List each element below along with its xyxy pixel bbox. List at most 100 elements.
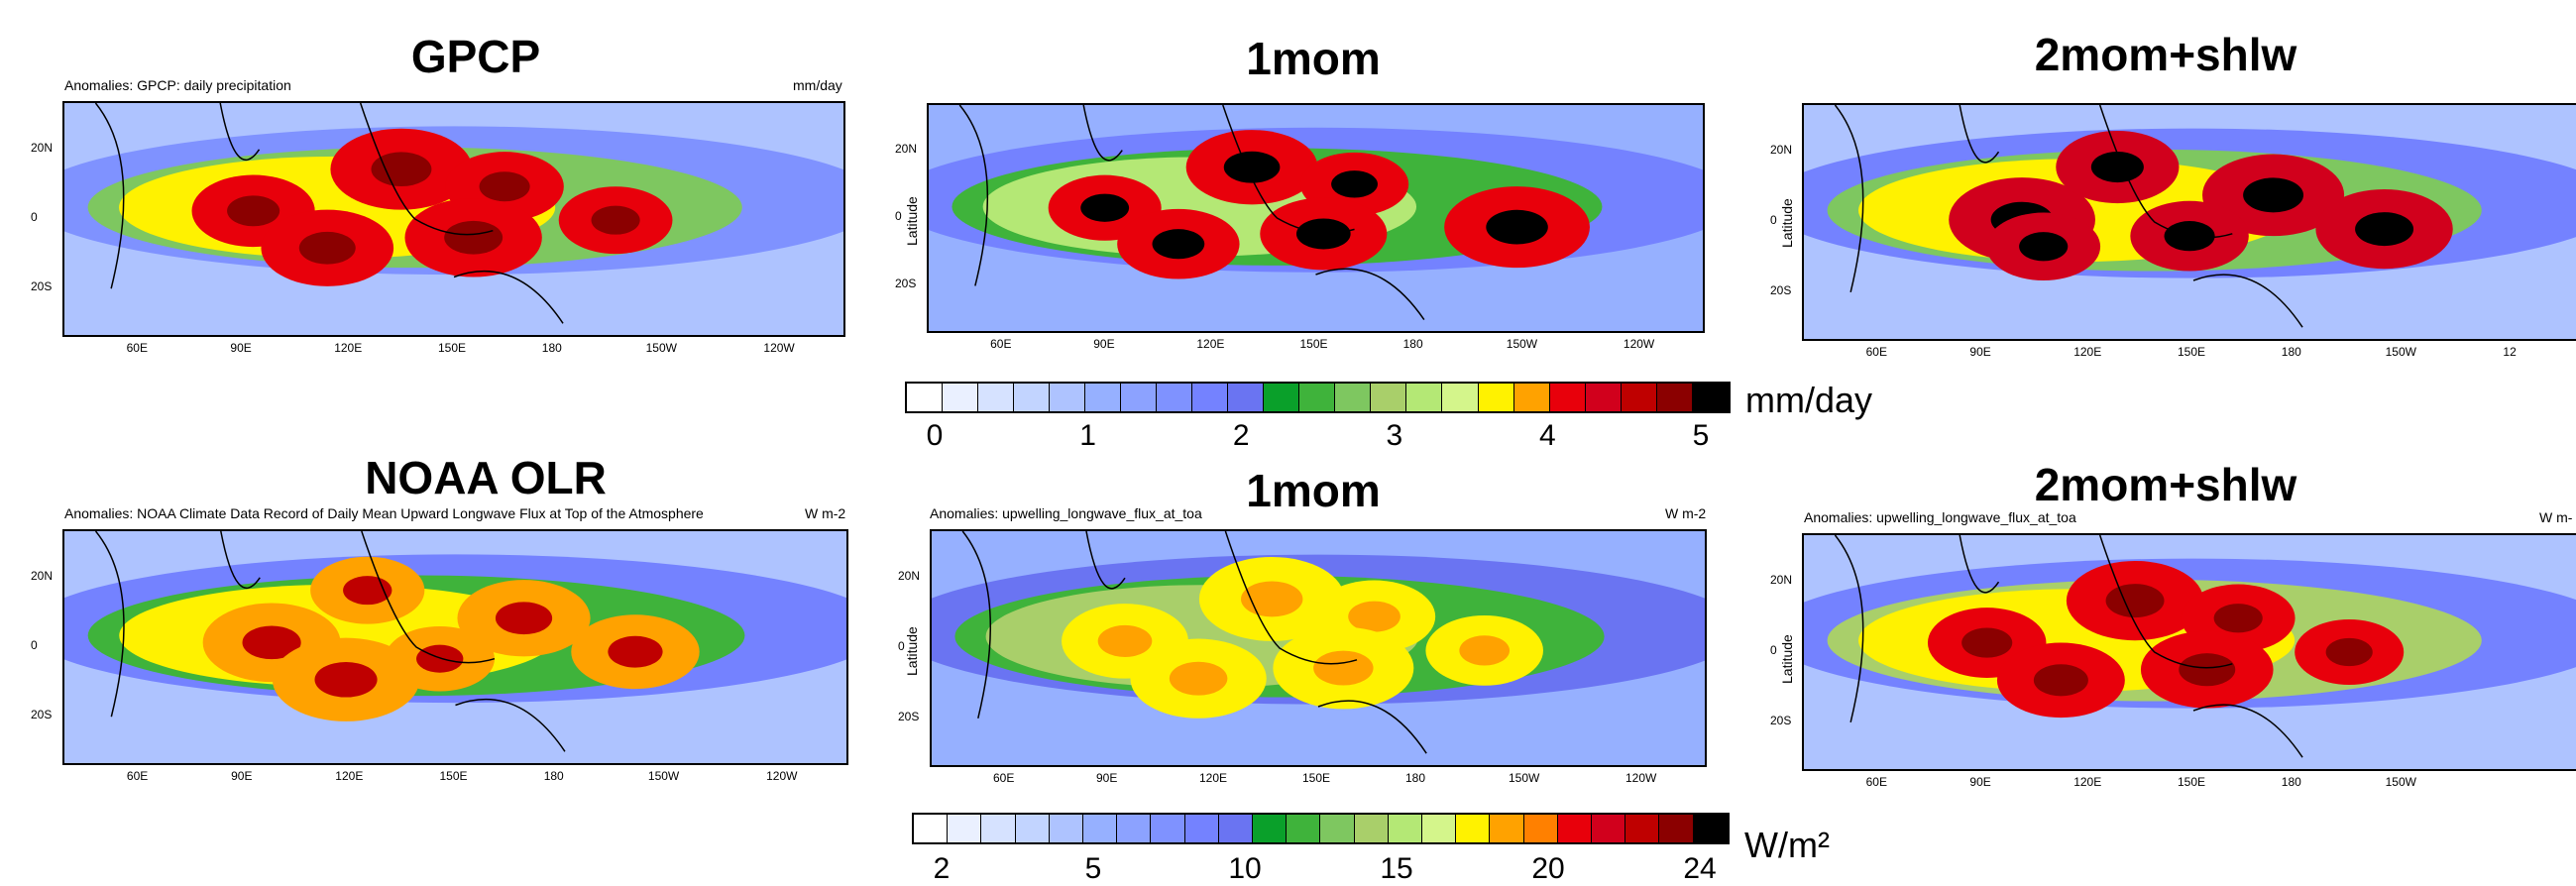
colorbar-swatch bbox=[1621, 384, 1657, 411]
coastline bbox=[961, 531, 1427, 754]
map-canvas bbox=[64, 531, 846, 763]
field-contour bbox=[2019, 232, 2069, 262]
x-tick-label: 180 bbox=[2281, 345, 2301, 359]
x-tick-label: 180 bbox=[2281, 775, 2301, 789]
latitude-label: Latitude bbox=[1779, 198, 1795, 248]
y-tick-label: 20S bbox=[898, 709, 920, 723]
panel-title: 1mom bbox=[1246, 465, 1381, 516]
field-contour bbox=[314, 661, 378, 698]
field-contour bbox=[2325, 637, 2373, 667]
colorbar-swatch bbox=[1264, 384, 1300, 411]
x-tick-label: 90E bbox=[1969, 775, 1991, 789]
x-tick-label: 90E bbox=[1096, 771, 1118, 785]
y-tick-label: 20S bbox=[31, 708, 53, 722]
x-tick-label: 120E bbox=[334, 341, 363, 355]
coastline bbox=[94, 531, 566, 752]
map-1mom-precip bbox=[927, 103, 1705, 333]
colorbar-tick-label: 2 bbox=[1232, 419, 1250, 452]
y-tick-label: 0 bbox=[895, 209, 902, 223]
panel-subtitle: Anomalies: upwelling_longwave_flux_at_to… bbox=[930, 505, 1202, 521]
colorbar-swatch bbox=[1659, 815, 1694, 842]
colorbar-tick-label: 1 bbox=[1079, 419, 1096, 452]
colorbar-swatch bbox=[1151, 815, 1185, 842]
x-tick-label: 120E bbox=[1199, 771, 1228, 785]
field-contour bbox=[2243, 177, 2304, 213]
x-tick-label: 150W bbox=[645, 341, 677, 355]
colorbar-swatch bbox=[1478, 384, 1514, 411]
coastline bbox=[1834, 105, 2303, 328]
colorbar-swatch bbox=[914, 815, 949, 842]
colorbar-swatch bbox=[1354, 815, 1389, 842]
x-tick-label: 120W bbox=[763, 341, 795, 355]
colorbar-swatch bbox=[1157, 384, 1193, 411]
x-tick-label: 120W bbox=[1625, 771, 1657, 785]
field-contour bbox=[2033, 664, 2088, 697]
x-tick-label: 60E bbox=[126, 769, 149, 783]
y-tick-label: 0 bbox=[1770, 643, 1777, 657]
colorbar-swatch bbox=[1287, 815, 1321, 842]
colorbar-swatch bbox=[1371, 384, 1407, 411]
field-contour bbox=[608, 635, 663, 668]
field-contour bbox=[227, 195, 280, 227]
colorbar-swatch bbox=[1557, 815, 1593, 842]
colorbar-tick-label: 20 bbox=[1531, 852, 1565, 885]
x-tick-label: 180 bbox=[541, 341, 562, 355]
field-contour bbox=[1348, 601, 1400, 632]
colorbar-swatch bbox=[1523, 815, 1558, 842]
field-contour bbox=[298, 231, 356, 265]
x-tick-label: 150W bbox=[1506, 337, 1538, 351]
x-tick-label: 120E bbox=[2073, 775, 2102, 789]
panel-title: NOAA OLR bbox=[365, 452, 607, 503]
colorbar-swatch bbox=[1015, 815, 1050, 842]
x-tick-label: 150W bbox=[1509, 771, 1540, 785]
field-contour bbox=[1152, 229, 1205, 260]
panel-units: W m-2 bbox=[1665, 505, 1707, 521]
colorbar-swatch bbox=[1656, 384, 1693, 411]
field-contour bbox=[1961, 627, 2013, 658]
colorbar-tick-label: 15 bbox=[1380, 852, 1413, 885]
x-tick-label: 120E bbox=[335, 769, 364, 783]
colorbar-swatch bbox=[1490, 815, 1524, 842]
map-noaa-olr bbox=[62, 529, 848, 765]
colorbar-swatch bbox=[943, 384, 979, 411]
y-tick-label: 20S bbox=[31, 279, 53, 294]
map-canvas bbox=[932, 531, 1705, 765]
colorbar-swatch bbox=[1456, 815, 1491, 842]
colorbar-swatch bbox=[1693, 815, 1728, 842]
colorbar-swatch bbox=[1192, 384, 1229, 411]
x-tick-label: 90E bbox=[1093, 337, 1115, 351]
latitude-label: Latitude bbox=[904, 626, 920, 676]
map-canvas bbox=[64, 103, 843, 335]
x-tick-label: 120W bbox=[766, 769, 798, 783]
x-tick-label: 120W bbox=[1623, 337, 1655, 351]
field-contour bbox=[591, 205, 640, 235]
panel-units: mm/day bbox=[793, 77, 842, 93]
x-tick-label: 60E bbox=[1865, 775, 1887, 789]
colorbar-swatch bbox=[1014, 384, 1051, 411]
field-contour bbox=[1241, 581, 1303, 617]
y-tick-label: 20N bbox=[31, 140, 54, 155]
colorbar-swatch bbox=[981, 815, 1016, 842]
olr-colorbar-boxes bbox=[912, 813, 1730, 844]
field-contour bbox=[242, 625, 301, 660]
field-contour bbox=[1331, 170, 1378, 198]
field-contour bbox=[479, 171, 530, 202]
panel-title: GPCP bbox=[410, 31, 541, 82]
colorbar-tick-label: 4 bbox=[1539, 419, 1556, 452]
x-tick-label: 150E bbox=[439, 769, 468, 783]
y-tick-label: 20N bbox=[1770, 143, 1793, 158]
field-contour bbox=[2105, 584, 2165, 618]
colorbar-tick-label: 10 bbox=[1228, 852, 1262, 885]
colorbar-swatch bbox=[1422, 815, 1457, 842]
x-tick-label: 120E bbox=[1196, 337, 1225, 351]
olr-colorbar-unit: W/m² bbox=[1744, 825, 1830, 865]
panel-subtitle: Anomalies: NOAA Climate Data Record of D… bbox=[64, 505, 704, 521]
x-tick-label: 180 bbox=[543, 769, 564, 783]
y-tick-label: 20N bbox=[1770, 573, 1793, 588]
x-tick-label: 180 bbox=[1405, 771, 1426, 785]
y-tick-label: 20N bbox=[898, 569, 921, 584]
x-tick-label: 150E bbox=[1302, 771, 1331, 785]
panel-title: 2mom+shlw bbox=[2034, 459, 2297, 510]
panel-title: 2mom+shlw bbox=[2034, 29, 2297, 80]
x-tick-label: 150W bbox=[2385, 775, 2416, 789]
